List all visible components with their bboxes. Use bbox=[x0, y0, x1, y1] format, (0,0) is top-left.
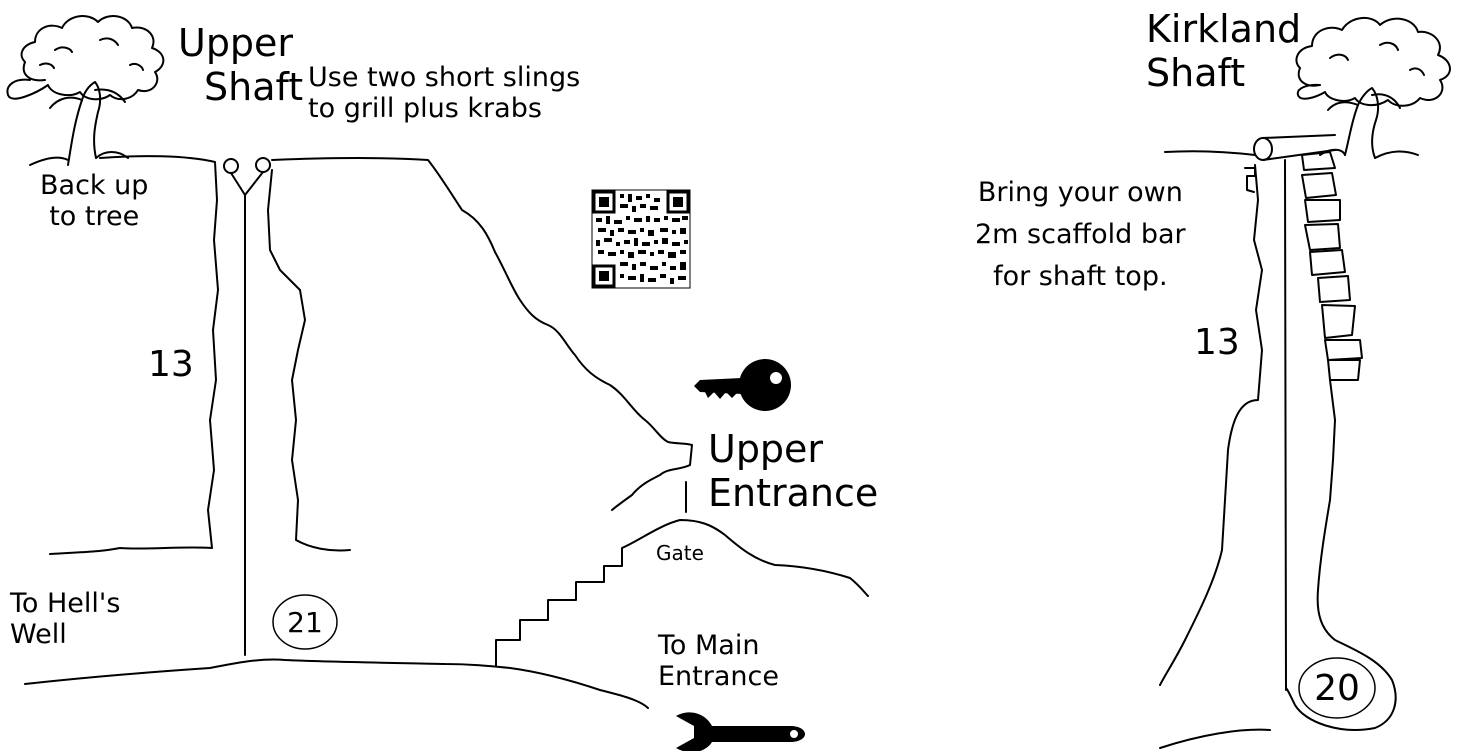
scaffold-bar bbox=[1262, 134, 1336, 161]
qr-code-icon bbox=[591, 189, 691, 289]
hells-well-label: To Hell's Well bbox=[10, 588, 121, 651]
shaft-top-marker bbox=[1244, 167, 1256, 193]
wrench-icon bbox=[676, 712, 805, 751]
anchor-left bbox=[223, 158, 239, 174]
upper-entrance-title: Upper Entrance bbox=[708, 427, 879, 515]
tree-icon bbox=[6, 15, 165, 166]
key-icon bbox=[694, 359, 791, 411]
sling-note: Use two short slings to grill plus krabs bbox=[308, 62, 581, 125]
kirkland-ledge bbox=[1164, 150, 1256, 156]
depth-marker-right bbox=[1298, 657, 1376, 719]
depth-marker-left bbox=[272, 594, 338, 650]
depth-left-value: 21 bbox=[287, 605, 323, 639]
shaft-inner-wall bbox=[267, 169, 351, 552]
kirkland-shaft-title: Kirkland Shaft bbox=[1146, 7, 1302, 95]
shaft-left-wall bbox=[49, 155, 219, 555]
boulder-stack bbox=[1301, 151, 1363, 381]
rope bbox=[230, 171, 264, 656]
depth-right-value: 20 bbox=[1314, 667, 1360, 709]
tree-icon bbox=[1295, 17, 1451, 159]
main-entrance-label: To Main Entrance bbox=[658, 630, 779, 693]
kirkland-right-wall bbox=[1285, 379, 1397, 731]
passage-roof bbox=[495, 519, 869, 667]
shaft-right-wall bbox=[271, 157, 693, 511]
upper-shaft-title: Upper Shaft bbox=[178, 21, 304, 109]
passage-floor bbox=[24, 658, 649, 709]
pitch-right: 13 bbox=[1194, 322, 1240, 363]
kirkland-outer-floor bbox=[1159, 728, 1271, 749]
kirkland-rope bbox=[1284, 159, 1287, 691]
pitch-left: 13 bbox=[148, 344, 194, 385]
scaffold-bar-end bbox=[1253, 137, 1273, 161]
anchor-right bbox=[255, 157, 271, 173]
scaffold-note: Bring your own 2m scaffold bar for shaft… bbox=[975, 177, 1186, 292]
kirkland-left-wall bbox=[1159, 164, 1263, 686]
gate-label: Gate bbox=[656, 541, 704, 565]
back-up-note: Back up to tree bbox=[40, 170, 149, 233]
